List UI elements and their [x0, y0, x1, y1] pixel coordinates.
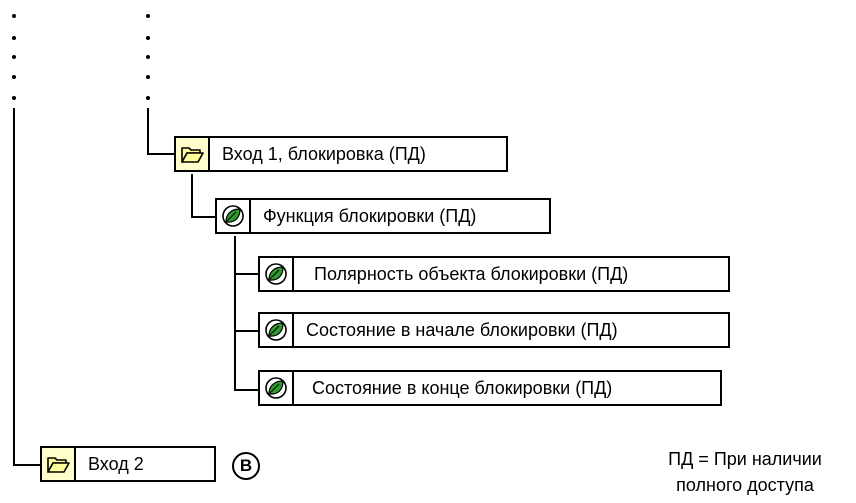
- green-leaf-icon: [258, 256, 294, 292]
- connector-line: [147, 153, 174, 155]
- connector-line: [13, 464, 40, 466]
- green-leaf-icon: [258, 370, 294, 406]
- connector-line: [234, 273, 258, 275]
- folder-icon: [174, 136, 210, 172]
- node-label: Функция блокировки (ПД): [251, 198, 551, 234]
- ellipsis-dot: [12, 75, 16, 79]
- connector-line: [234, 389, 258, 391]
- node-label: Состояние в конце блокировки (ПД): [294, 370, 722, 406]
- folder-icon: [40, 446, 76, 482]
- note-line: полного доступа: [676, 475, 814, 495]
- tree-node-input2[interactable]: Вход 2: [40, 446, 216, 482]
- ellipsis-dot: [146, 36, 150, 40]
- node-label: Состояние в начале блокировки (ПД): [294, 312, 730, 348]
- tree-node-end-state[interactable]: Состояние в конце блокировки (ПД): [258, 370, 722, 406]
- node-label: Вход 1, блокировка (ПД): [210, 136, 508, 172]
- ellipsis-dot: [146, 14, 150, 18]
- ellipsis-dot: [12, 36, 16, 40]
- tree-node-input1[interactable]: Вход 1, блокировка (ПД): [174, 136, 508, 172]
- tree-node-start-state[interactable]: Состояние в начале блокировки (ПД): [258, 312, 730, 348]
- ellipsis-dot: [12, 96, 16, 100]
- node-label: Полярность объекта блокировки (ПД): [294, 256, 730, 292]
- abbreviation-note: ПД = При наличии полного доступа: [640, 446, 850, 498]
- green-leaf-icon: [258, 312, 294, 348]
- connector-line: [13, 108, 15, 465]
- connector-line: [147, 108, 149, 154]
- ellipsis-dot: [146, 55, 150, 59]
- connector-line: [191, 174, 193, 217]
- ellipsis-dot: [12, 55, 16, 59]
- connector-line: [191, 216, 215, 218]
- connector-line: [234, 330, 258, 332]
- ellipsis-dot: [146, 96, 150, 100]
- ellipsis-dot: [12, 14, 16, 18]
- green-leaf-icon: [215, 198, 251, 234]
- note-line: ПД = При наличии: [668, 449, 822, 469]
- tree-node-lock-function[interactable]: Функция блокировки (ПД): [215, 198, 551, 234]
- callout-badge: B: [232, 452, 260, 480]
- ellipsis-dot: [146, 75, 150, 79]
- tree-node-polarity[interactable]: Полярность объекта блокировки (ПД): [258, 256, 730, 292]
- node-label: Вход 2: [76, 446, 216, 482]
- connector-line: [234, 236, 236, 391]
